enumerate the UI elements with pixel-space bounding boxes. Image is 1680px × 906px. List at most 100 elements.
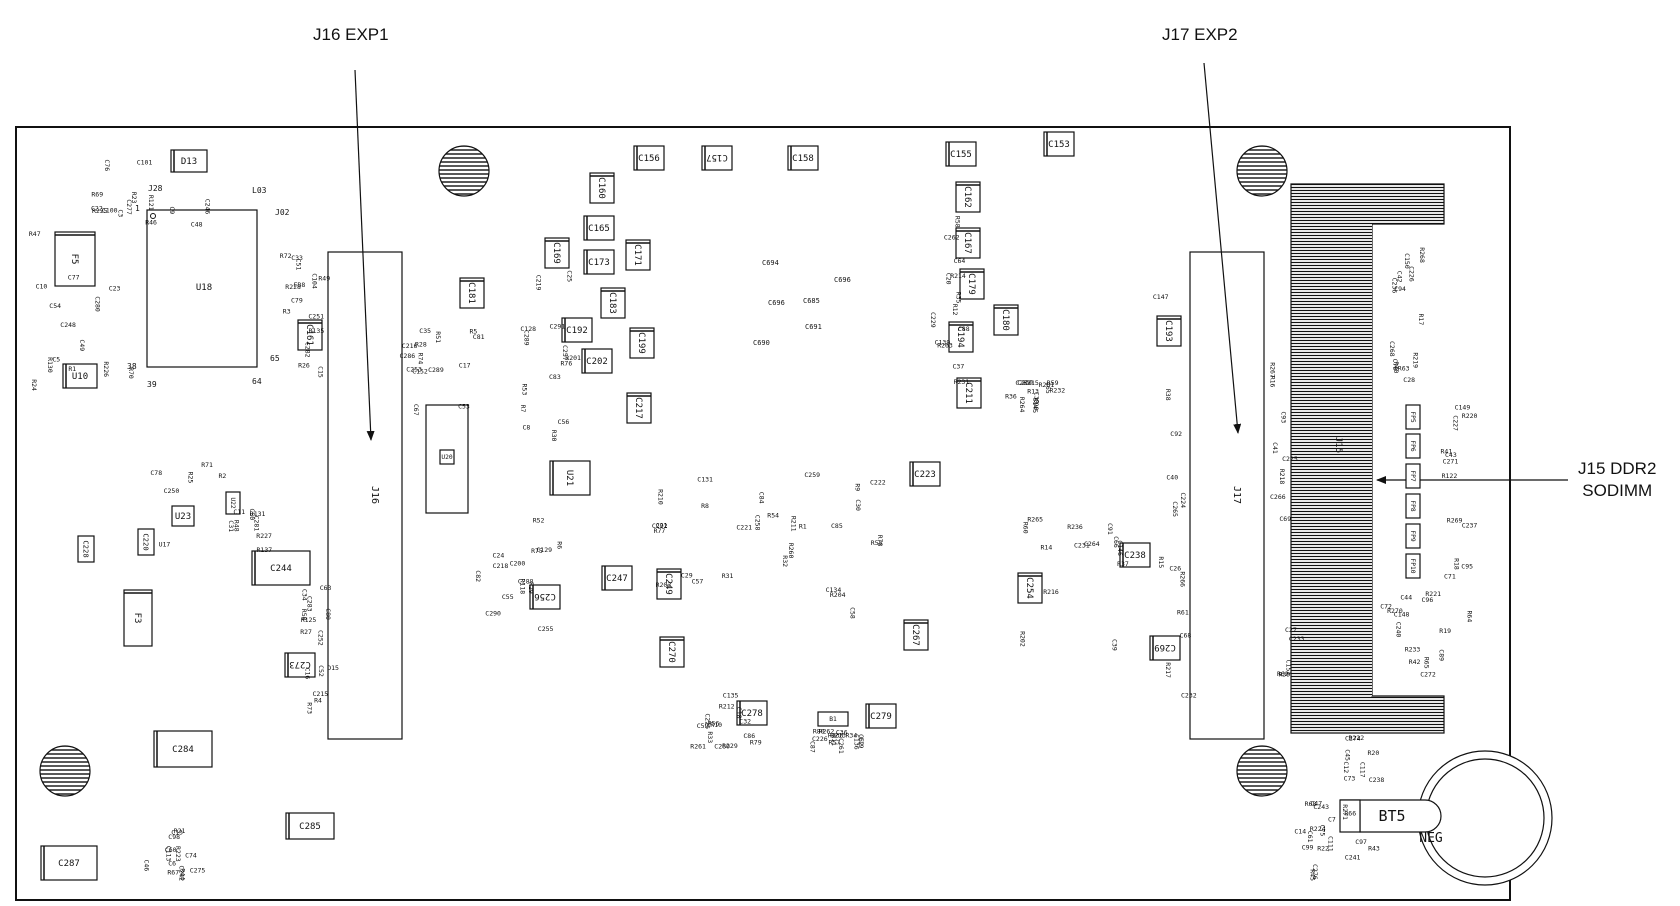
silkscreen-ref-label: C111: [1326, 836, 1334, 852]
silkscreen-ref-label: R23: [130, 192, 138, 204]
part-ref-label: C211: [963, 382, 973, 404]
part-c157: C157: [701, 145, 733, 171]
part-body: [956, 377, 982, 409]
silkscreen-ref-label: C5: [52, 356, 60, 364]
chip-u18: U18 38 39 64 65 1 J02 J28 L03: [127, 184, 290, 389]
callout-j15-line1: J15 DDR2: [1578, 459, 1657, 478]
silkscreen-ref-label: C35: [419, 327, 431, 335]
connector-j16: J16: [327, 251, 403, 740]
silkscreen-ref-label: C226: [1408, 266, 1416, 282]
part-ref-label: C249: [663, 573, 673, 595]
silkscreen-ref-label: R220: [1462, 412, 1478, 420]
part-c256: C256: [529, 584, 561, 610]
silkscreen-ref-label: D15: [327, 664, 339, 672]
chip-u18-ref: U18: [196, 283, 212, 293]
part-ref-label: D13: [181, 157, 197, 167]
silkscreen-ref-label: R73: [305, 702, 313, 714]
part-body: [77, 535, 95, 563]
silkscreen-ref-label: R11: [830, 734, 838, 746]
callout-j15-ddr2-sodimm: J15 DDR2 SODIMM: [1578, 458, 1656, 502]
silkscreen-ref-label: R43: [1368, 845, 1380, 853]
silkscreen-ref-label: C80: [324, 608, 332, 620]
silkscreen-ref-label: C259: [804, 471, 820, 479]
silkscreen-ref-label: C10: [36, 283, 48, 291]
silkscreen-ref-label: R137: [257, 546, 273, 554]
silkscreen-ref-label: C248: [60, 321, 76, 329]
silkscreen-ref-label: C20: [944, 273, 952, 285]
part-c284: C284: [153, 730, 213, 768]
part-body: [589, 172, 615, 204]
part-ref-label: C220: [142, 533, 151, 550]
silkscreen-ref-label: C225: [1282, 455, 1298, 463]
mounting-hole-top-left: [438, 145, 490, 197]
part-c273: C273: [284, 652, 316, 678]
part-ref-label: C180: [1000, 309, 1010, 331]
part-c244: C244: [251, 550, 311, 586]
silkscreen-ref-label: R131: [250, 510, 266, 518]
silkscreen-ref-label: C128: [520, 325, 536, 333]
silkscreen-ref-label: C52: [317, 665, 325, 677]
part-body: [1119, 542, 1151, 568]
part-c194: C194: [948, 321, 974, 353]
silkscreen-ref-label: C79: [291, 297, 303, 305]
silkscreen-ref-label: C93: [1279, 411, 1287, 423]
silkscreen-ref-label: R226: [102, 361, 110, 377]
silkscreen-ref-label: C272: [1420, 671, 1436, 679]
part-body: [170, 149, 208, 173]
part-c179: C179: [959, 268, 985, 300]
scattered-cap-label: C690: [753, 339, 770, 347]
part-body: [561, 317, 593, 343]
silkscreen-ref-label: R221: [1425, 590, 1441, 598]
silkscreen-ref-label: C72: [1380, 602, 1392, 610]
silkscreen-ref-label: C149: [1455, 403, 1471, 411]
silkscreen-ref-label: C134: [826, 586, 842, 594]
part-body: [948, 321, 974, 353]
part-ref-label: C270: [666, 641, 676, 663]
silkscreen-ref-label: R70: [127, 367, 135, 379]
silkscreen-ref-label: C25: [566, 270, 574, 282]
part-body: [1043, 131, 1075, 157]
silkscreen-ref-label: R71: [201, 461, 213, 469]
silkscreen-ref-label: R55: [871, 539, 883, 547]
silkscreen-ref-label: R52: [533, 517, 545, 525]
silkscreen-ref-label: C258: [754, 515, 762, 531]
silkscreen-ref-label: C37: [953, 363, 965, 371]
silkscreen-ref-label: C85: [831, 522, 843, 530]
part-ref-label: C161: [304, 324, 314, 346]
callout-j17-exp2: J17 EXP2: [1162, 25, 1238, 44]
silkscreen-ref-label: C58: [849, 607, 857, 619]
silkscreen-ref-label: C44: [1400, 593, 1412, 601]
silkscreen-ref-label: C129: [536, 546, 552, 554]
silkscreen-ref-label: C291: [550, 323, 566, 331]
silkscreen-ref-label: R8: [701, 502, 709, 510]
silkscreen-ref-label: R54: [767, 512, 779, 520]
silkscreen-ref-label: R28: [415, 340, 427, 348]
part-body: [583, 249, 615, 275]
part-u21: U21: [549, 460, 591, 496]
part-ref-label: C155: [950, 150, 972, 160]
silkscreen-ref-label: R64: [1466, 611, 1474, 623]
silkscreen-ref-label: C147: [1153, 293, 1169, 301]
silkscreen-ref-label: C55: [502, 593, 514, 601]
part-body: [1017, 572, 1043, 604]
part-body: [959, 268, 985, 300]
silkscreen-ref-label: C113: [164, 846, 172, 862]
silkscreen-ref-label: C101: [137, 159, 153, 167]
silkscreen-ref-label: C17: [459, 362, 471, 370]
chip-u18-j02: J02: [275, 208, 290, 217]
part-body: [626, 392, 652, 424]
silkscreen-ref-label: C292: [652, 522, 668, 530]
silkscreen-ref-label: R264: [1018, 397, 1026, 413]
silkscreen-ref-label: C257: [561, 345, 569, 361]
part-ref-label: C244: [270, 564, 292, 574]
part-ref-label: F3: [132, 613, 142, 624]
silkscreen-ref-label: C65: [1044, 382, 1052, 394]
silkscreen-ref-label: R15: [1157, 556, 1165, 568]
silkscreen-ref-label: C26: [1169, 565, 1181, 573]
silkscreen-ref-label: R215: [1023, 379, 1039, 387]
silkscreen-ref-label: R135: [309, 327, 325, 335]
part-body: [629, 327, 655, 359]
silkscreen-ref-label: R48: [233, 520, 241, 532]
part-body: [153, 730, 213, 768]
part-c287: C287: [40, 845, 98, 881]
